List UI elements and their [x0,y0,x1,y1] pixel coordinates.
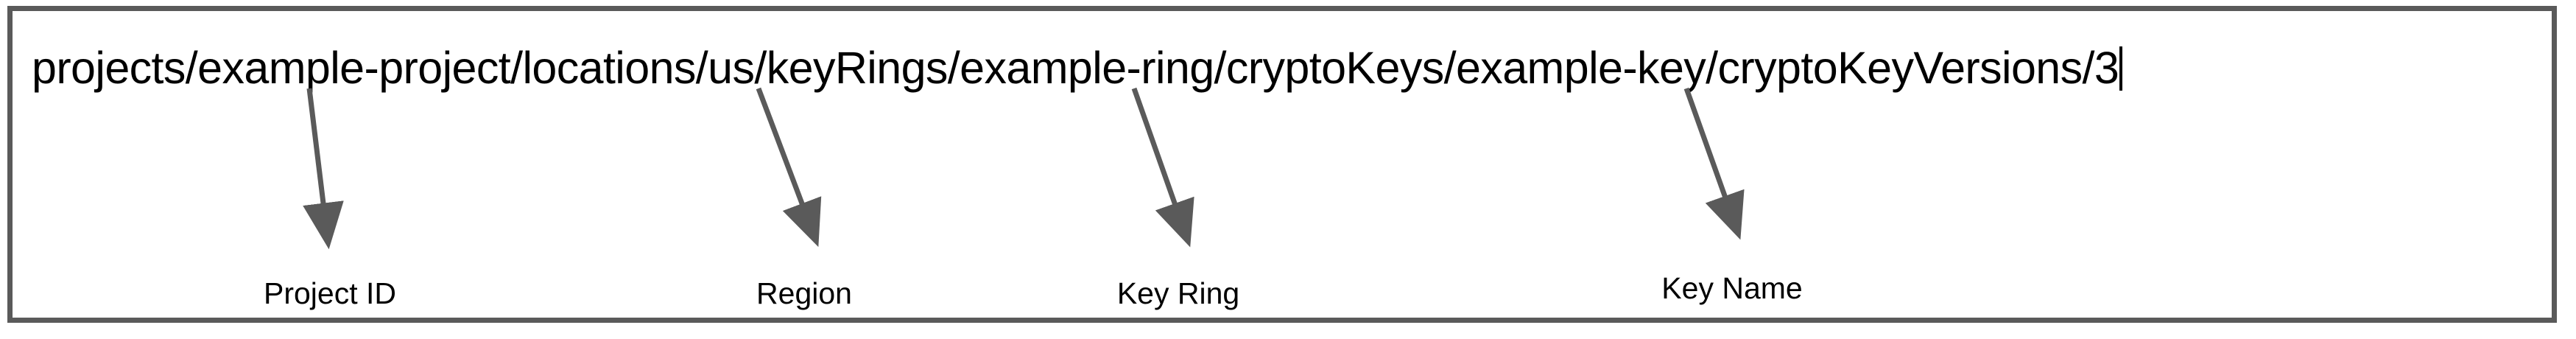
annotation-label-3: Key Ring [1116,276,1240,310]
annotation-label-1: Project ID [264,276,396,310]
annotation-label-2: Region [756,276,852,310]
resource-path-text[interactable]: projects/example-project/locations/us/ke… [32,42,2123,94]
path-input-box[interactable]: projects/example-project/locations/us/ke… [7,6,2557,323]
resource-path-value: projects/example-project/locations/us/ke… [32,43,2119,93]
annotation-label-4: Key Name [1661,271,1803,305]
text-caret [2119,46,2123,91]
